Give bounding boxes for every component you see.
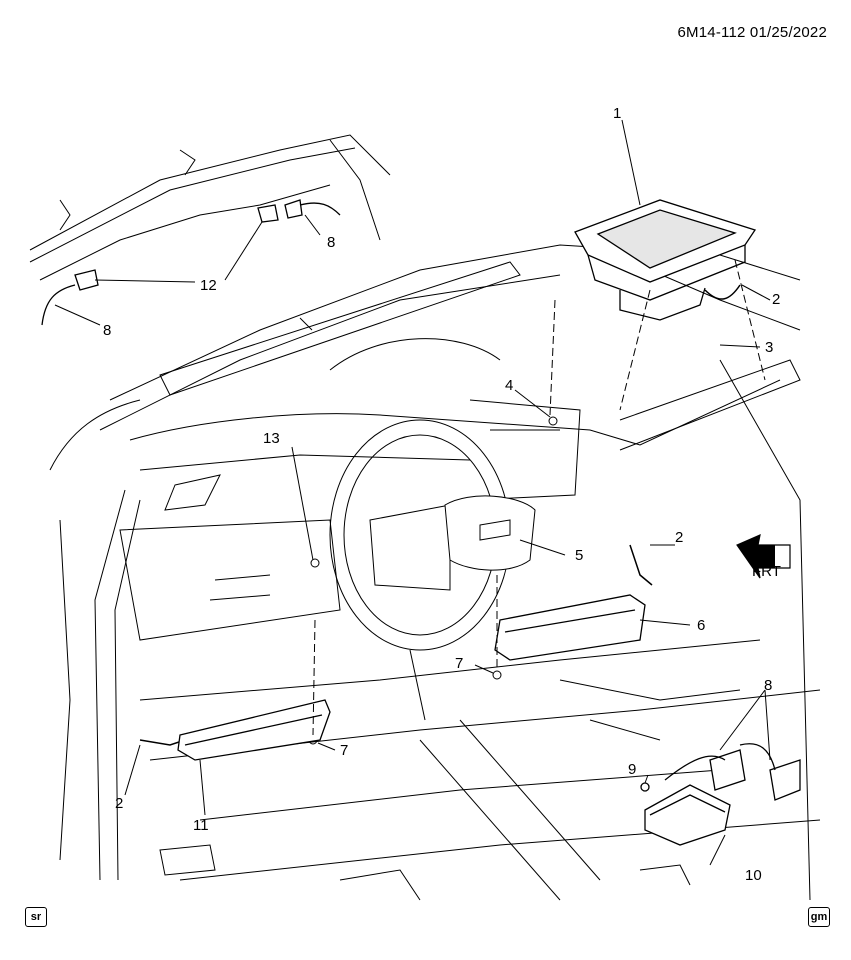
roof-rail-harness-connectors <box>41 199 341 326</box>
callout-3: 3 <box>765 339 773 356</box>
knee-airbag-modules <box>177 594 646 761</box>
sensing-diagnostic-module <box>640 743 801 846</box>
front-direction-indicator: FRT <box>736 533 791 580</box>
diagram-code-date: 6M14-112 01/25/2022 <box>677 24 827 41</box>
passenger-airbag-module <box>574 199 757 321</box>
callout-1: 1 <box>613 105 621 122</box>
gm-logo-badge: gm <box>808 907 830 927</box>
callout-2: 2 <box>772 291 780 308</box>
callout-2: 2 <box>115 795 123 812</box>
callout-6: 6 <box>697 617 705 634</box>
callout-11: 11 <box>193 817 209 834</box>
callout-7: 7 <box>455 655 463 672</box>
callout-13: 13 <box>263 430 280 447</box>
front-label: FRT <box>752 563 781 580</box>
callout-5: 5 <box>575 547 583 564</box>
callout-4: 4 <box>505 377 513 394</box>
airbag-harness-segments <box>139 284 741 746</box>
callout-8: 8 <box>764 677 772 694</box>
callout-leader-lines <box>54 119 771 866</box>
callout-8: 8 <box>327 234 335 251</box>
callout-7: 7 <box>340 742 348 759</box>
callout-12: 12 <box>200 277 217 294</box>
callout-10: 10 <box>745 867 762 884</box>
vehicle-structure <box>29 134 821 901</box>
callout-2: 2 <box>675 529 683 546</box>
callout-numbers: 1 2 3 4 13 2 5 6 7 8 7 9 2 11 10 8 12 8 <box>103 105 780 884</box>
sr-badge: sr <box>25 907 47 927</box>
callout-8: 8 <box>103 322 111 339</box>
callout-9: 9 <box>628 761 636 778</box>
